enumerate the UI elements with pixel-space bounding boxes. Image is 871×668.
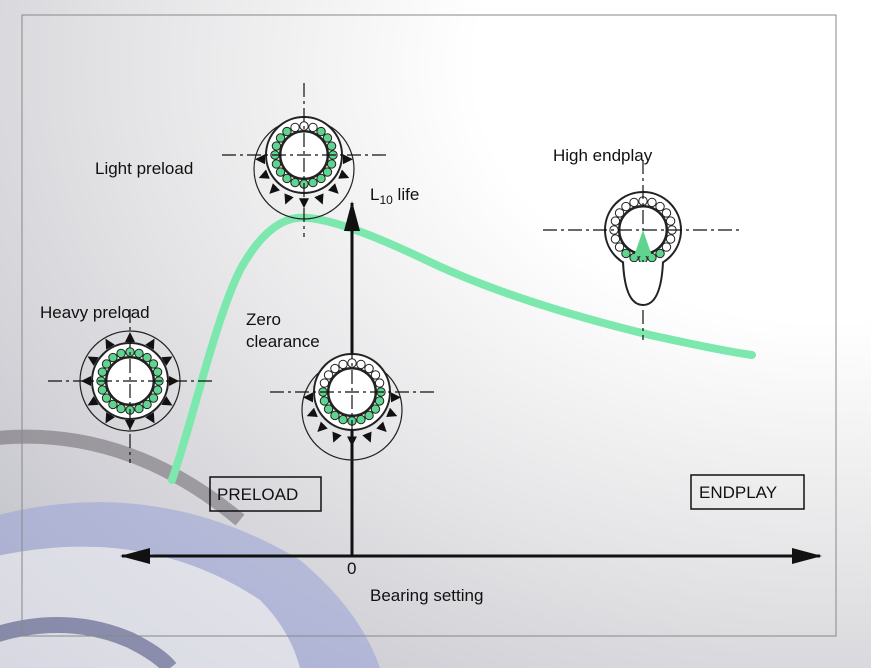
load-arrow: [87, 356, 99, 366]
load-arrow: [332, 431, 342, 443]
high-endplay-bearing-icon: [543, 160, 743, 340]
heavy-preload-bearing-icon: [48, 309, 212, 463]
load-arrow: [376, 421, 387, 433]
x-origin-label: 0: [347, 559, 356, 578]
l10-life-curve: [168, 213, 756, 484]
load-arrow: [258, 169, 270, 179]
heavy-preload-label: Heavy preload: [40, 303, 150, 322]
load-arrow: [284, 193, 294, 205]
diagram-frame: [21, 14, 837, 637]
light-preload-label: Light preload: [95, 159, 193, 178]
high-endplay-label: High endplay: [553, 146, 653, 165]
load-arrow: [87, 396, 99, 406]
load-arrow: [386, 407, 398, 417]
load-arrow: [161, 356, 173, 366]
background-bearing-photo: [0, 429, 380, 668]
load-arrow: [338, 169, 350, 179]
load-arrow: [105, 338, 115, 350]
light-preload-bearing-icon: [222, 83, 386, 237]
load-arrow: [362, 431, 372, 443]
load-arrow: [317, 421, 328, 433]
zero-clearance-label-1: Zero: [246, 310, 281, 329]
endplay-label: ENDPLAY: [699, 483, 777, 502]
y-axis-label: L10 life: [370, 185, 419, 207]
load-arrow: [314, 193, 324, 205]
load-arrow: [306, 407, 318, 417]
preload-box: [209, 476, 322, 512]
load-arrow: [145, 412, 155, 424]
x-axis-label: Bearing setting: [370, 586, 483, 605]
load-arrow: [161, 396, 173, 406]
load-arrow: [145, 338, 155, 350]
load-arrow: [328, 183, 339, 194]
load-arrow: [105, 412, 115, 424]
zero-clearance-label-2: clearance: [246, 332, 320, 351]
preload-label: PRELOAD: [217, 485, 298, 504]
zero-clearance-bearing-icon: [270, 320, 434, 474]
load-arrow: [269, 183, 280, 194]
endplay-box: [690, 474, 805, 510]
